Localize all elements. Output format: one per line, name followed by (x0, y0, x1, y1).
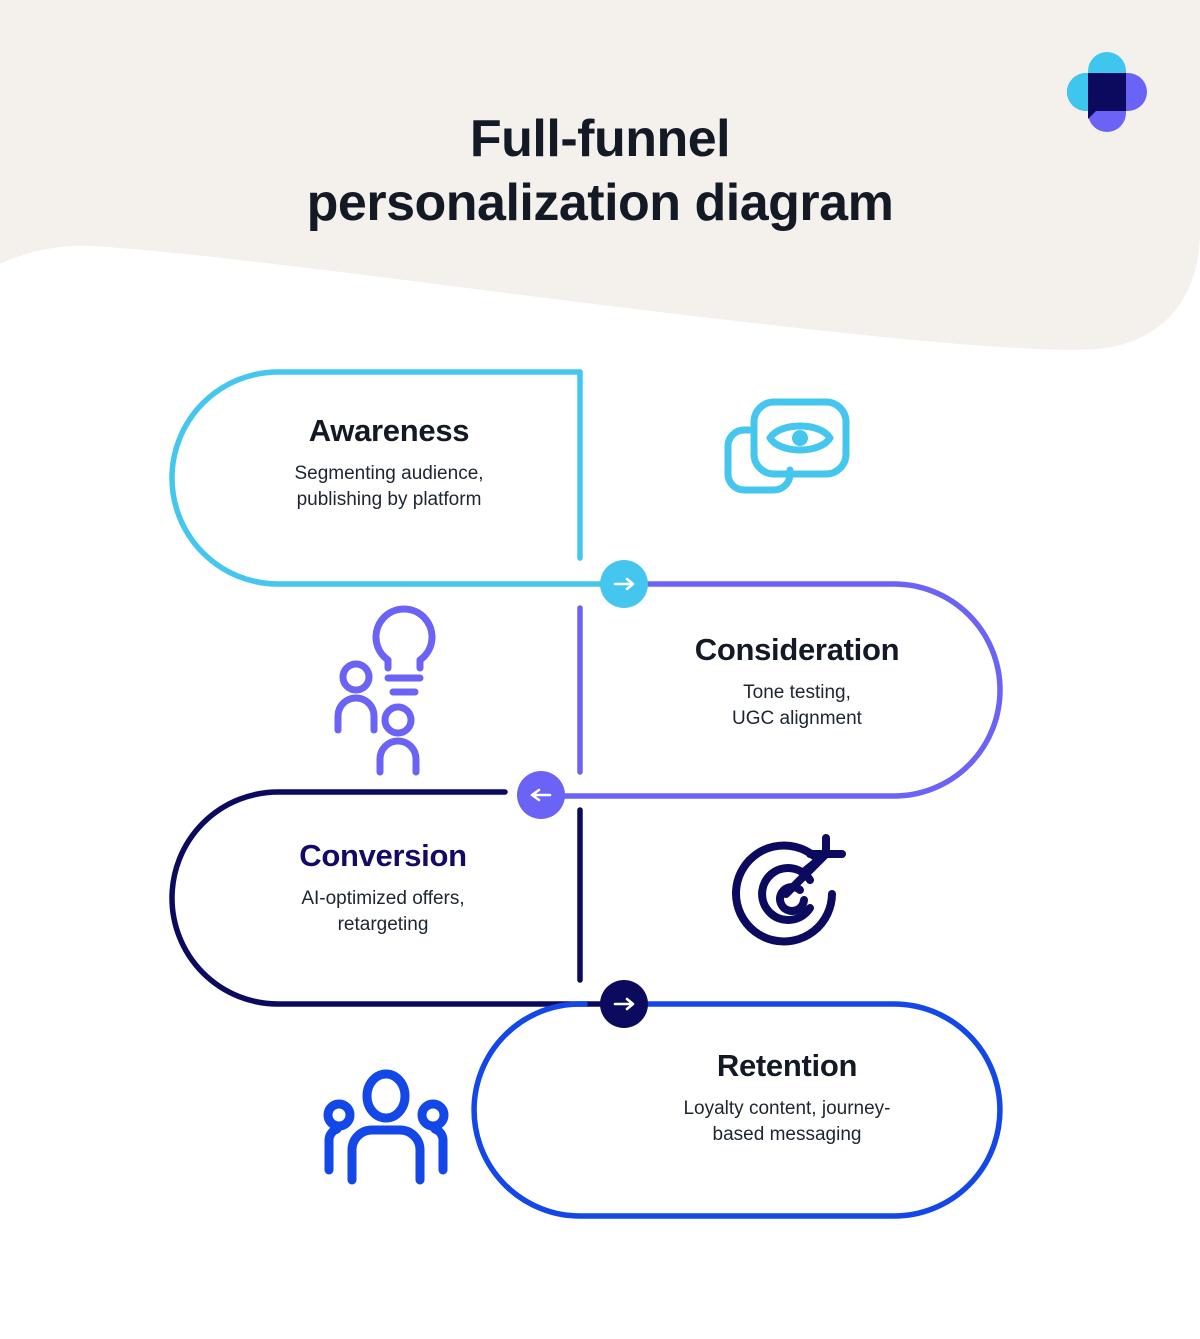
stage-desc-consideration-line-1: Tone testing, (743, 682, 851, 703)
page-title: Full-funnel personalization diagram (0, 107, 1200, 236)
connector-conversion-to-retention[interactable] (600, 980, 648, 1028)
arrow-right-icon (613, 577, 635, 591)
stage-text-awareness: Awareness Segmenting audience, publishin… (186, 413, 592, 513)
pill-retention[interactable] (471, 1001, 1003, 1219)
stage-text-consideration: Consideration Tone testing, UGC alignmen… (594, 632, 1000, 732)
page-title-line-2: personalization diagram (306, 174, 894, 233)
stage-title-conversion: Conversion (299, 838, 467, 873)
funnel-diagram: Awareness Segmenting audience, publishin… (0, 340, 1200, 1260)
stage-desc-consideration-line-2: UGC alignment (732, 707, 862, 729)
stage-title-consideration: Consideration (694, 632, 900, 667)
stage-text-retention: Retention Loyalty content, journey- base… (584, 1048, 990, 1148)
arrow-right-icon (613, 997, 635, 1011)
people-group-icon (323, 1069, 449, 1185)
stage-desc-awareness-line-1: Segmenting audience, (294, 463, 484, 484)
stage-desc-conversion-line-1: AI-optimized offers, (301, 888, 465, 909)
stage-desc-retention-line-2: based messaging (712, 1123, 862, 1145)
connector-consideration-to-conversion[interactable] (517, 771, 565, 819)
stage-title-retention: Retention (716, 1048, 858, 1083)
eye-icon (724, 398, 850, 494)
brand-logo[interactable] (1062, 47, 1152, 137)
target-arrow-icon (732, 834, 846, 946)
pill-conversion[interactable] (169, 789, 603, 1007)
stage-title-awareness: Awareness (308, 413, 470, 448)
connector-awareness-to-consideration[interactable] (600, 560, 648, 608)
stage-text-conversion: Conversion AI-optimized offers, retarget… (180, 838, 586, 938)
lightbulb-people-icon (334, 605, 436, 776)
arrow-left-icon (530, 788, 552, 802)
stage-desc-awareness-line-2: publishing by platform (296, 488, 482, 510)
pill-awareness[interactable] (169, 369, 603, 587)
stage-desc-retention-line-1: Loyalty content, journey- (683, 1098, 891, 1119)
stage-desc-conversion-line-2: retargeting (337, 913, 429, 935)
pill-consideration[interactable] (557, 581, 1003, 799)
page-title-line-1: Full-funnel (469, 109, 731, 168)
logo-core-square (1088, 73, 1126, 119)
